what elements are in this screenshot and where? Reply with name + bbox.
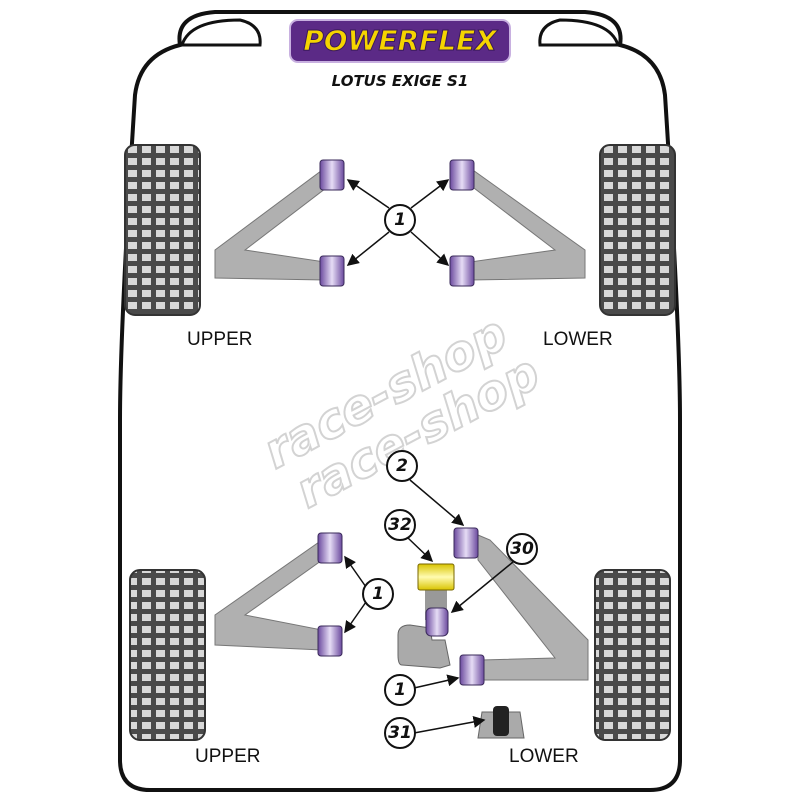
- race-shop-watermark: race-shop race-shop: [253, 304, 549, 520]
- yellow-bushing: [417, 563, 455, 591]
- bushing: [317, 532, 343, 564]
- front-upper-label: UPPER: [187, 329, 252, 350]
- bracket: [397, 624, 451, 669]
- callout-32: 32: [388, 515, 412, 535]
- bushing: [459, 654, 485, 686]
- bushing: [449, 159, 475, 191]
- front-lower-arm: [469, 167, 586, 281]
- callout-arrows: [344, 179, 514, 734]
- callout-rear-upper-1: 1: [372, 584, 384, 604]
- bushing: [453, 527, 479, 559]
- bushing: [317, 625, 343, 657]
- model-title: LOTUS EXIGE S1: [332, 72, 469, 90]
- front-right-tyre: [599, 144, 676, 316]
- bushing: [319, 255, 345, 287]
- rear-left-tyre: [129, 569, 206, 741]
- callout-rear-lower-1: 1: [394, 680, 406, 700]
- front-lower-label: LOWER: [543, 329, 613, 350]
- callout-2: 2: [396, 456, 408, 476]
- svg-text:POWERFLEX: POWERFLEX: [303, 24, 498, 57]
- rear-upper-arm: [214, 539, 326, 651]
- front-left-tyre: [124, 144, 201, 316]
- callout-30: 30: [510, 539, 534, 559]
- callout-31: 31: [388, 723, 412, 743]
- callout-front-1: 1: [394, 210, 406, 230]
- bushing: [319, 159, 345, 191]
- rear-upper-label: UPPER: [195, 746, 260, 767]
- rear-right-tyre: [594, 569, 671, 741]
- powerflex-logo: POWERFLEX: [289, 19, 511, 63]
- rear-lower-label: LOWER: [509, 746, 579, 767]
- bushing: [449, 255, 475, 287]
- front-upper-arm: [214, 167, 331, 281]
- bushing: [425, 607, 449, 637]
- black-mount: [493, 706, 509, 736]
